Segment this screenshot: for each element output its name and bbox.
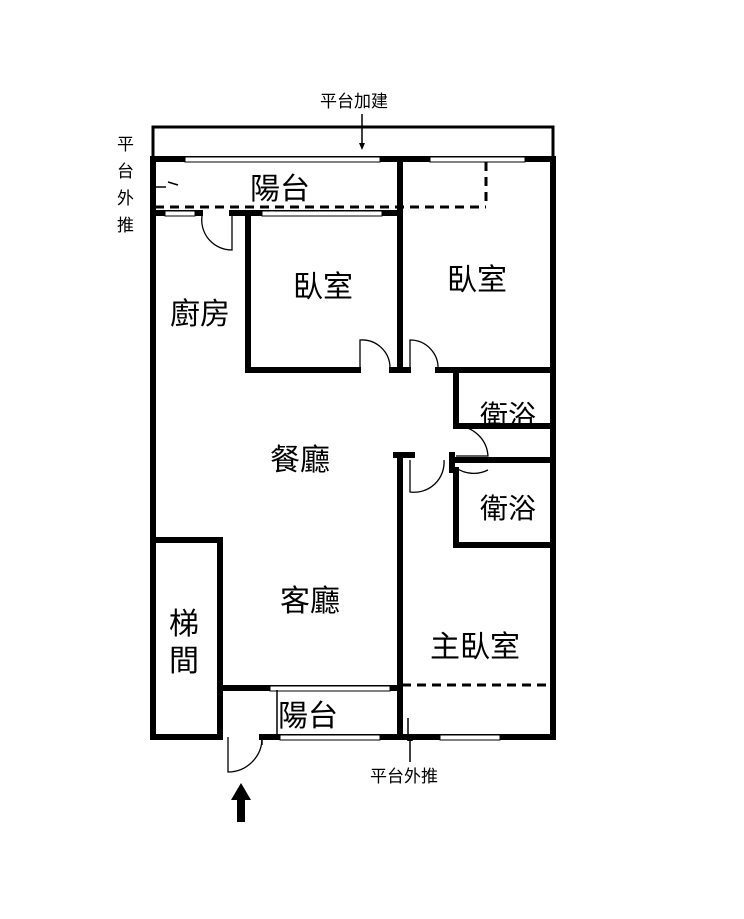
annotation-left-4: 推: [117, 216, 134, 236]
bath-2-door: [455, 467, 489, 474]
master-bedroom-door: [409, 459, 445, 493]
room-label-bath-2: 衛浴: [480, 492, 536, 525]
up-arrow-icon: [231, 783, 251, 822]
entrance-door: [227, 736, 263, 773]
annotation-left-3: 外: [117, 189, 134, 209]
bedroom-1-walls: [245, 210, 361, 373]
bath-1-door: [455, 425, 489, 457]
room-label-balcony-bottom: 陽台: [278, 699, 338, 734]
living-bottom-wall: [217, 685, 403, 741]
bathroom-walls: [449, 367, 556, 548]
annotation-platform-addition: 平台加建: [320, 92, 388, 112]
left-pointer: [167, 181, 179, 186]
bedroom-2-door: [409, 339, 439, 371]
room-label-living: 客廳: [280, 584, 340, 619]
room-label-kitchen: 廚房: [170, 297, 230, 332]
room-label-bedroom-1: 臥室: [293, 270, 353, 305]
room-label-balcony-top: 陽台: [250, 172, 310, 207]
up-pointer-icon: [407, 734, 413, 762]
master-bedroom-walls: [393, 452, 415, 740]
annotation-left-2: 台: [117, 162, 134, 182]
room-label-stairwell-1: 梯: [169, 607, 199, 642]
platform-addition-area: [151, 125, 555, 161]
bedroom-1-door: [359, 339, 391, 370]
room-label-master-bedroom: 主臥室: [430, 630, 520, 665]
top-windows: [184, 156, 526, 163]
central-wall: [389, 156, 411, 373]
stairwell-walls: [150, 537, 223, 740]
annotation-left-1: 平: [117, 135, 134, 155]
kitchen-top-wall: [150, 210, 403, 217]
room-label-stairwell-2: 間: [169, 644, 199, 679]
kitchen-door: [201, 215, 233, 251]
room-label-dining: 餐廳: [270, 443, 330, 478]
down-arrow-icon: [359, 114, 365, 150]
room-label-bath-1: 衛浴: [480, 399, 536, 432]
annotation-platform-push-bottom: 平台外推: [370, 767, 438, 787]
room-label-bedroom-2: 臥室: [447, 263, 507, 298]
